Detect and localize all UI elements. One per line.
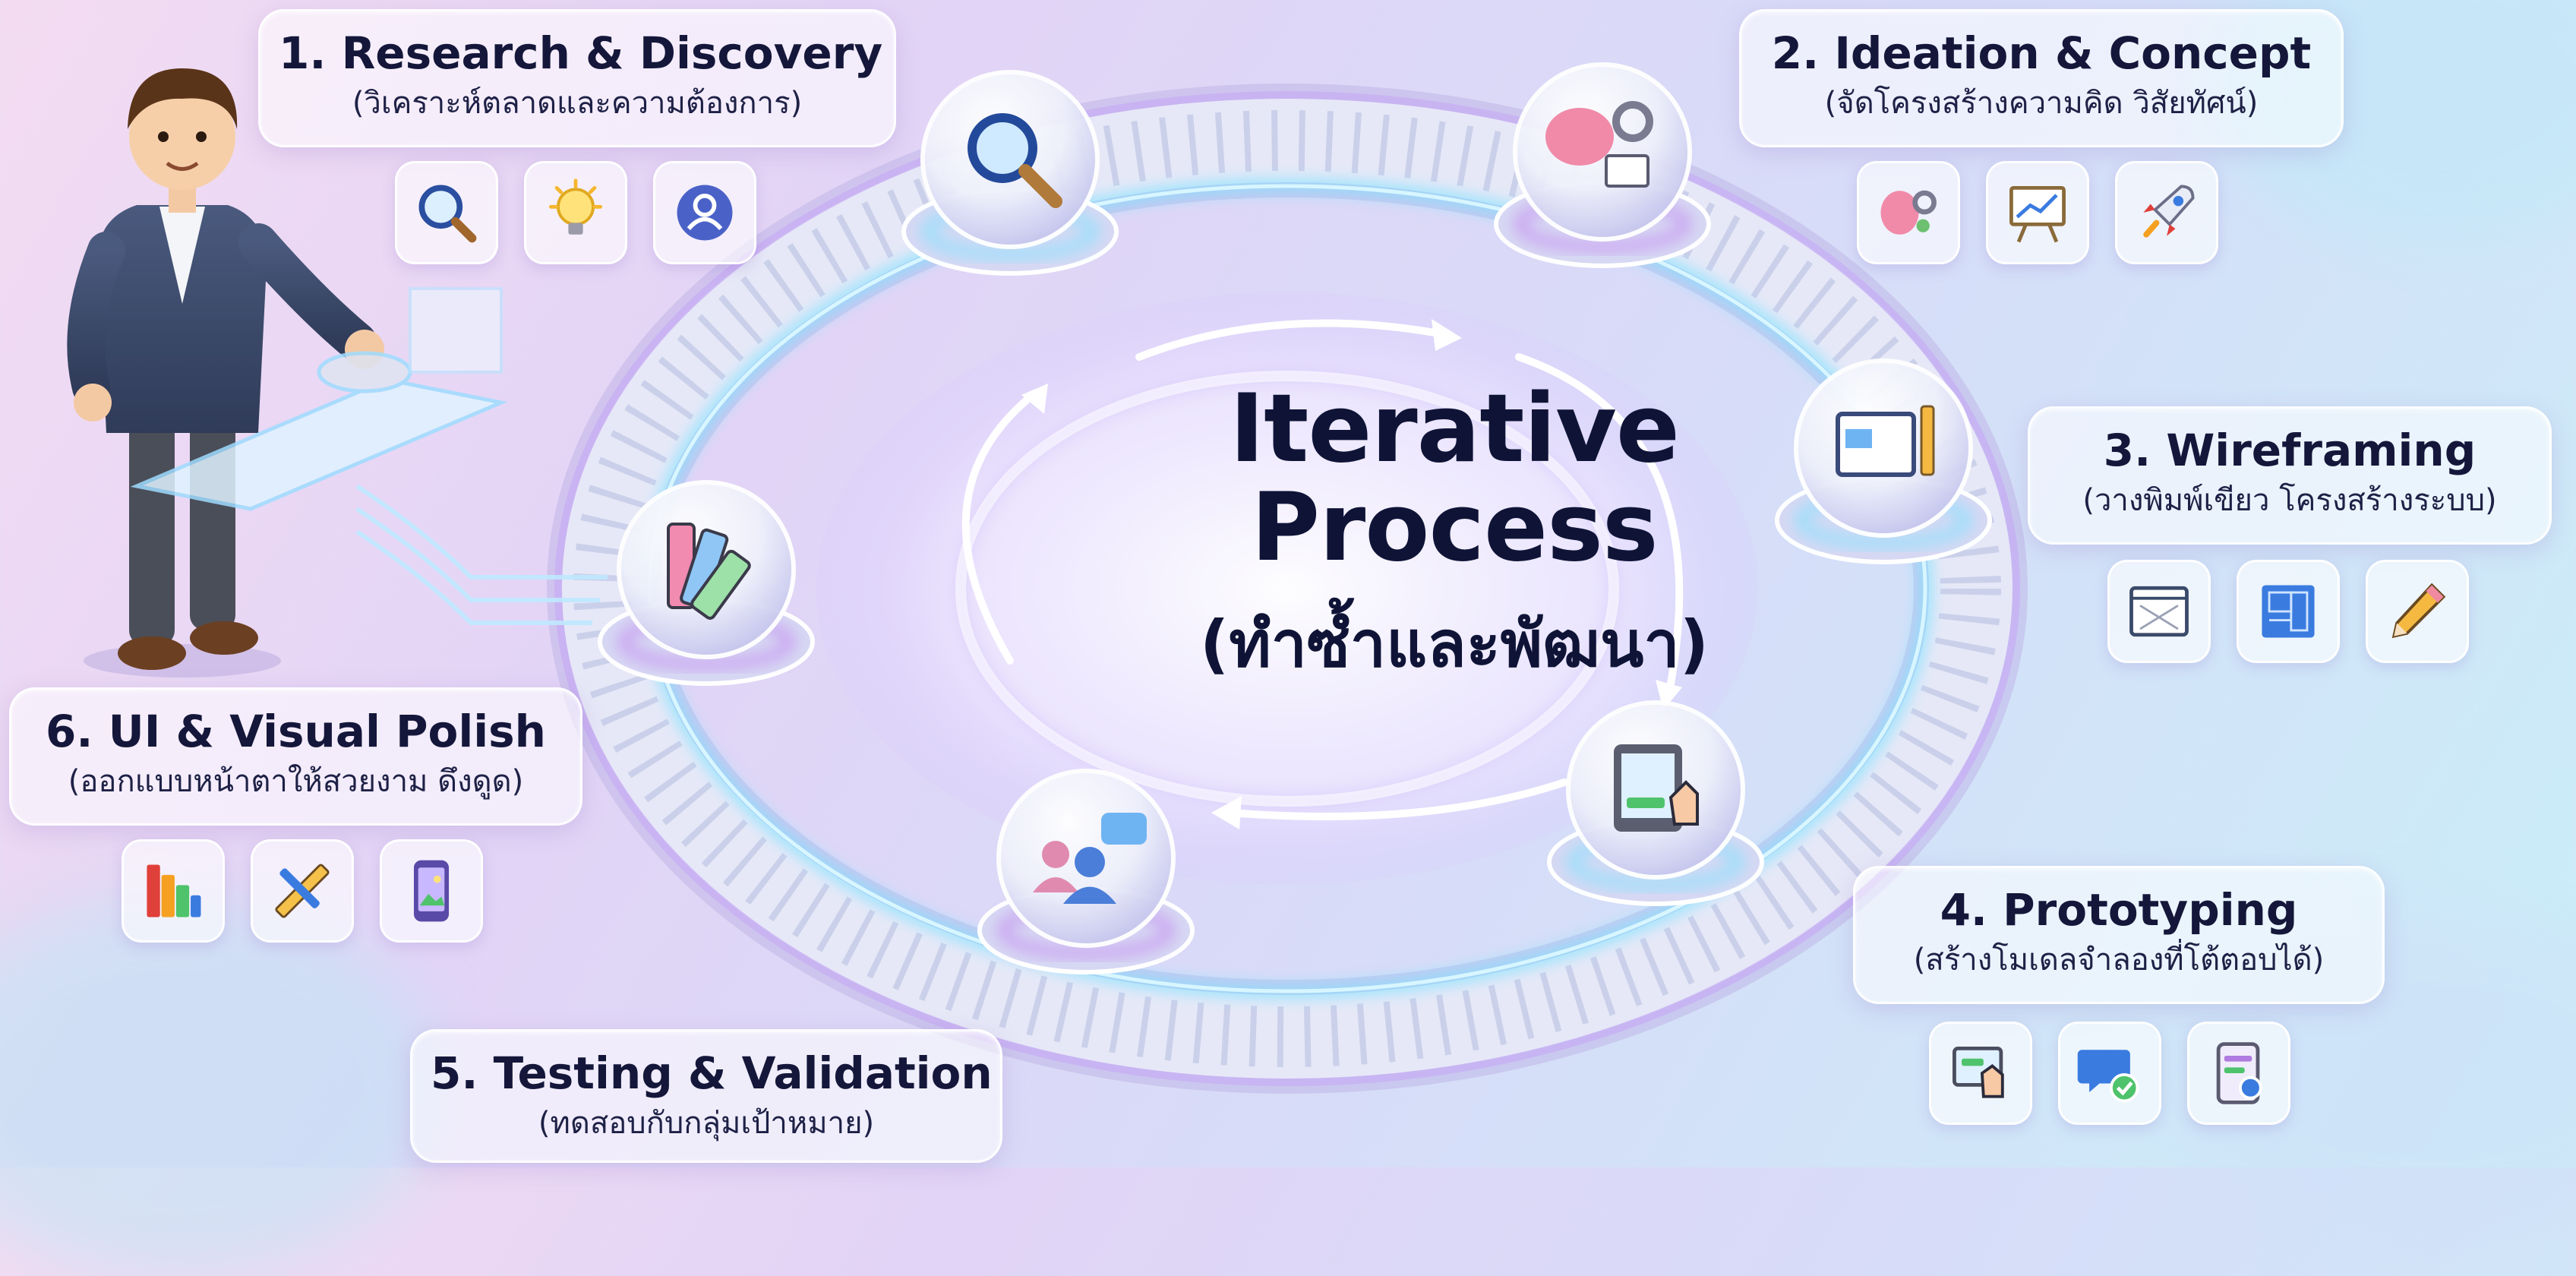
- users-chat-node-icon[interactable]: [977, 769, 1195, 974]
- stage-4-subtitle: (สร้างโมเดลจำลองที่โต้ตอบได้): [1913, 942, 2325, 978]
- color-fan-node-icon[interactable]: [598, 480, 815, 686]
- stage-1-subtitle: (วิเคราะห์ตลาดและความต้องการ): [352, 85, 803, 121]
- brain-board-node-icon[interactable]: [1494, 62, 1711, 268]
- mobile-image-icon[interactable]: [380, 839, 483, 943]
- pencil-icon[interactable]: [2366, 560, 2469, 663]
- app-settings-icon[interactable]: [2187, 1022, 2290, 1125]
- stage-5-title: 5. Testing & Validation: [431, 1047, 993, 1099]
- designer-character: [67, 68, 508, 677]
- tap-screen-icon[interactable]: [1929, 1022, 2032, 1125]
- stage-1-card: 1. Research & Discovery (วิเคราะห์ตลาดแล…: [258, 9, 896, 147]
- presentation-board-icon[interactable]: [1986, 161, 2089, 264]
- center-title-line2: Process: [1251, 473, 1658, 583]
- stage-4-card: 4. Prototyping (สร้างโมเดลจำลองที่โต้ตอบ…: [1853, 866, 2385, 1004]
- stage-2-subtitle: (จัดโครงสร้างความคิด วิสัยทัศน์): [1824, 85, 2259, 121]
- center-subtitle: (ทำซ้ำและพัฒนา): [1199, 607, 1709, 682]
- center-title-line1: Iterative: [1229, 374, 1680, 484]
- color-swatch-icon[interactable]: [122, 839, 225, 943]
- cycle-arrows: [961, 319, 1684, 820]
- wireframe-layout-icon[interactable]: [2107, 560, 2211, 663]
- stage-3-title: 3. Wireframing: [2103, 425, 2477, 476]
- wireframe-node-icon[interactable]: [1775, 358, 1992, 564]
- magnifier-node-icon[interactable]: [901, 70, 1119, 276]
- stage-5-card: 5. Testing & Validation (ทดสอบกับกลุ่มเป…: [410, 1029, 1002, 1163]
- holographic-panel: [130, 287, 508, 511]
- chat-check-icon[interactable]: [2058, 1022, 2161, 1125]
- tablet-tap-node-icon[interactable]: [1547, 700, 1764, 906]
- person-connector: [355, 484, 608, 625]
- stage-6-title: 6. UI & Visual Polish: [46, 706, 546, 757]
- arrow-head-1: [1432, 319, 1462, 351]
- arrow-head-4: [1021, 384, 1048, 414]
- stage-6-card: 6. UI & Visual Polish (ออกแบบหน้าตาให้สว…: [9, 687, 582, 826]
- stage-1-title: 1. Research & Discovery: [279, 27, 883, 79]
- blueprint-icon[interactable]: [2237, 560, 2340, 663]
- stage-2-card: 2. Ideation & Concept (จัดโครงสร้างความค…: [1739, 9, 2344, 147]
- brain-gear-icon[interactable]: [1857, 161, 1960, 264]
- arrow-head-3: [1211, 796, 1242, 829]
- stage-2-title: 2. Ideation & Concept: [1771, 27, 2312, 79]
- stage-3-subtitle: (วางพิมพ์เขียว โครงสร้างระบบ): [2082, 482, 2497, 518]
- process-diagram-canvas: [67, 62, 2028, 1094]
- stage-3-card: 3. Wireframing (วางพิมพ์เขียว โครงสร้างร…: [2028, 406, 2552, 545]
- magnifier-icon[interactable]: [395, 161, 498, 264]
- center-title-block: Iterative Process (ทำซ้ำและพัฒนา): [1048, 380, 1861, 694]
- stage-5-subtitle: (ทดสอบกับกลุ่มเป้าหมาย): [538, 1105, 875, 1141]
- ruler-brush-icon[interactable]: [251, 839, 354, 943]
- rocket-icon[interactable]: [2115, 161, 2218, 264]
- iterative-ring-track: [547, 84, 2028, 1094]
- user-profile-icon[interactable]: [653, 161, 756, 264]
- stage-4-title: 4. Prototyping: [1940, 884, 2298, 936]
- stage-6-subtitle: (ออกแบบหน้าตาให้สวยงาม ดึงดูด): [68, 763, 524, 799]
- lightbulb-icon[interactable]: [524, 161, 627, 264]
